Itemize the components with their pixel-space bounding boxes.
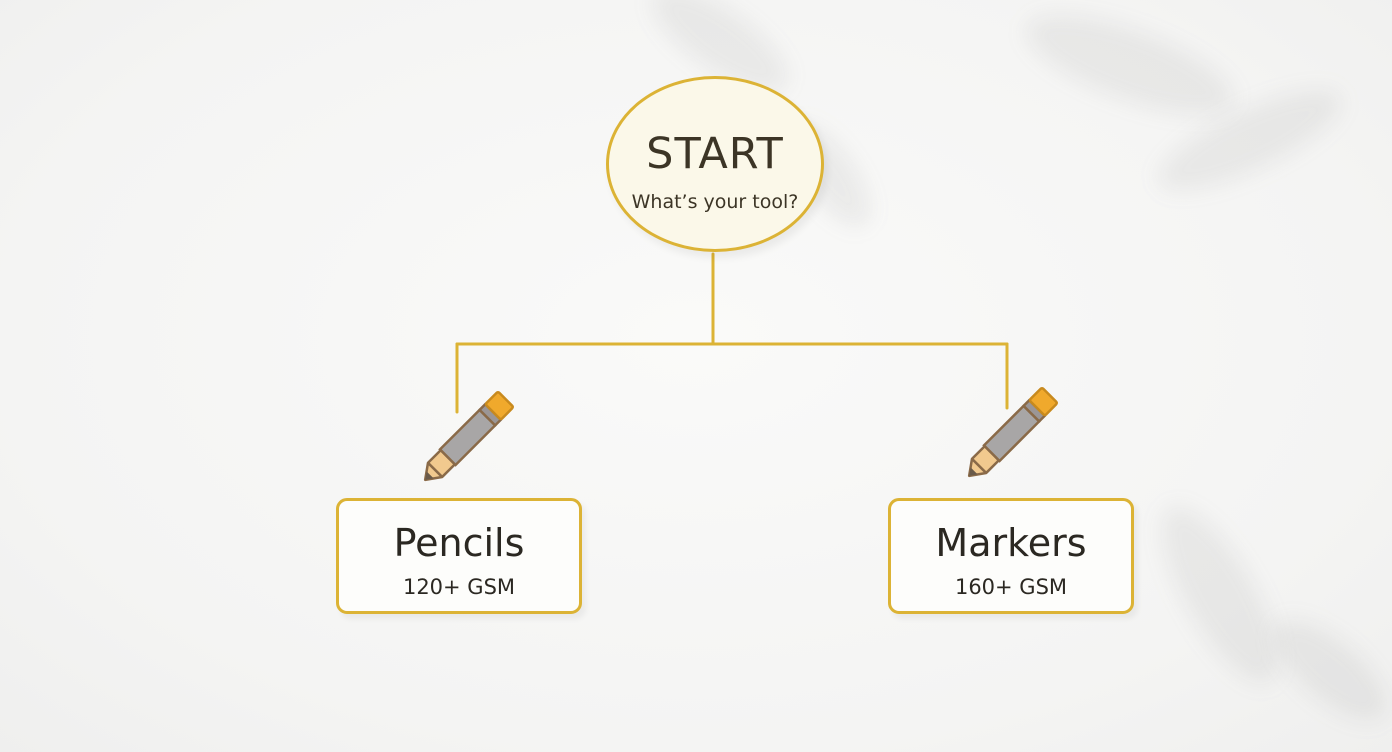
markers-label: Markers: [935, 521, 1087, 565]
pencil-icon: [423, 391, 514, 482]
markers-gsm: 160+ GSM: [954, 575, 1068, 599]
start-question: What’s your tool?: [631, 191, 799, 213]
pencils-label: Pencils: [393, 521, 525, 565]
pencil-icon: [967, 387, 1058, 478]
start-title: START: [646, 129, 784, 179]
pencils-gsm: 120+ GSM: [402, 575, 516, 599]
pencils-box: Pencils 120+ GSM: [336, 498, 582, 614]
markers-box: Markers 160+ GSM: [888, 498, 1134, 614]
start-node: START What’s your tool?: [606, 76, 824, 252]
